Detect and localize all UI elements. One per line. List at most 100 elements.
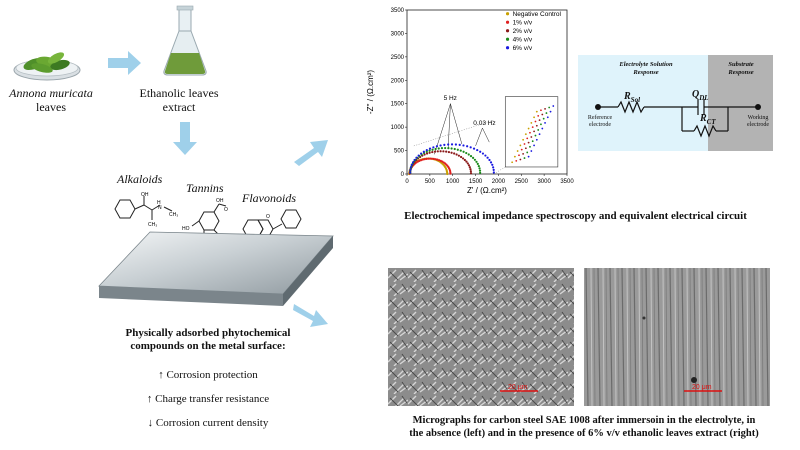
data-point	[434, 158, 437, 161]
substrate-response-label: Substrate Response	[712, 61, 770, 77]
inset-point	[552, 105, 555, 107]
equivalent-circuit-diagram: Electrolyte Solution Response Substrate …	[578, 55, 773, 155]
extract-label-line1: Ethanolic leaves	[139, 86, 219, 100]
data-point	[454, 143, 457, 146]
inset-point	[527, 155, 530, 158]
data-point	[481, 152, 485, 155]
data-point	[476, 162, 479, 166]
data-point	[463, 158, 466, 162]
data-point	[489, 161, 493, 164]
alkaloids-label: Alkaloids	[117, 172, 163, 186]
inset-frame	[504, 96, 559, 168]
inset-point	[538, 133, 541, 136]
data-point	[431, 150, 434, 154]
data-point	[447, 147, 450, 150]
data-point	[486, 156, 489, 159]
inset-point	[533, 144, 535, 147]
inset-point	[538, 119, 541, 122]
metal-plate-image	[95, 228, 335, 318]
flask-image	[160, 5, 210, 77]
data-point	[469, 170, 472, 173]
extract-label: Ethanolic leaves extract	[124, 86, 234, 114]
x-axis-label: Z' / (Ω.cm²)	[467, 186, 507, 195]
data-point	[436, 158, 439, 161]
data-point	[439, 150, 442, 153]
working-electrode-label: Working electrode	[738, 115, 778, 129]
data-point	[484, 154, 487, 157]
plot-frame	[406, 9, 568, 175]
conclusion-title-line2: compounds on the metal surface:	[130, 340, 286, 352]
inset-point	[523, 143, 526, 145]
inset-point	[516, 150, 519, 152]
x-tick-label: 2000	[492, 179, 506, 185]
inset-point	[520, 148, 523, 151]
legend-marker	[505, 12, 510, 16]
data-point	[410, 163, 413, 166]
sem-caption: Micrographs for carbon steel SAE 1008 af…	[374, 414, 794, 440]
svg-text:CH₃: CH₃	[148, 222, 157, 228]
inset-point	[527, 141, 530, 144]
data-point	[431, 148, 434, 151]
inset-point	[540, 123, 542, 126]
legend-label: 2% v/v	[513, 28, 533, 35]
data-point	[491, 163, 494, 166]
inset-point	[511, 161, 514, 164]
data-point	[422, 150, 425, 153]
data-point	[435, 145, 439, 148]
data-point	[428, 149, 431, 152]
annotation-leader	[482, 127, 490, 143]
data-point	[425, 150, 428, 153]
data-point	[428, 151, 431, 154]
legend-label: 4% v/v	[513, 37, 533, 44]
inset-point	[529, 131, 531, 134]
data-point	[467, 153, 470, 156]
data-point	[437, 147, 440, 150]
data-point	[476, 148, 479, 152]
data-point	[445, 150, 448, 153]
data-point	[443, 143, 446, 146]
data-point	[469, 155, 473, 158]
data-point	[417, 154, 420, 157]
substrate-response-line2: Response	[728, 69, 754, 76]
effect-current-density: ↓ Corrosion current density	[147, 417, 269, 429]
effect-charge-transfer: ↑ Charge transfer resistance	[146, 393, 270, 405]
legend-label: Negative Control	[513, 11, 562, 18]
inset-point	[530, 136, 533, 138]
y-axis-label: -Z'' / (Ω.cm²)	[366, 70, 375, 114]
data-point	[447, 143, 450, 146]
inset-point	[546, 116, 549, 119]
working-electrode-line1: Working	[747, 115, 769, 121]
q-dl-label: QDL	[692, 89, 709, 102]
data-point	[492, 171, 495, 174]
sem-caption-line1: Micrographs for carbon steel SAE 1008 af…	[412, 415, 756, 426]
legend-marker	[505, 46, 510, 50]
data-point	[479, 171, 482, 174]
data-point	[478, 167, 481, 170]
working-electrode-line2: electrode	[747, 122, 769, 128]
inset-point	[540, 109, 542, 112]
inset-point	[537, 129, 540, 131]
data-point	[442, 150, 445, 153]
data-point	[465, 151, 468, 155]
inset-point	[531, 126, 534, 129]
data-point	[469, 172, 473, 175]
inset-point	[541, 127, 544, 130]
x-tick-label: 500	[425, 179, 436, 185]
electrolyte-response-line1: Electrolyte Solution	[619, 61, 673, 68]
inset-point	[527, 127, 530, 130]
inset-point	[524, 147, 527, 150]
inset-point	[519, 144, 522, 147]
r-ct-label: RCT	[700, 113, 716, 126]
svg-text:N: N	[158, 205, 162, 211]
up-right-arrow-icon	[294, 140, 328, 166]
substrate-response-line1: Substrate	[728, 61, 754, 68]
data-point	[473, 158, 477, 161]
annotation-leader	[475, 127, 483, 146]
inset-point	[544, 107, 546, 110]
data-point	[453, 152, 456, 155]
data-point	[428, 147, 432, 150]
extract-label-line2: extract	[162, 100, 196, 114]
legend-marker	[505, 20, 510, 24]
zoom-guide	[413, 119, 494, 147]
data-point	[458, 143, 461, 146]
